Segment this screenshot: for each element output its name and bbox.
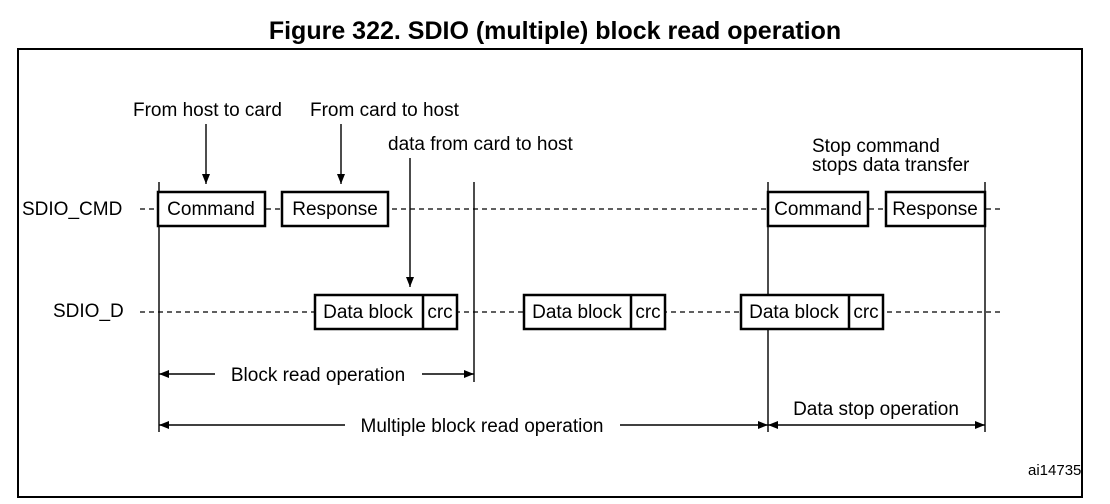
figure-id: ai14735 [1028, 462, 1081, 479]
response-label-1: Response [292, 199, 378, 220]
crc-label-2: crc [635, 302, 660, 323]
annotation-data-card-to-host: data from card to host [388, 134, 574, 155]
annotation-host-to-card: From host to card [133, 100, 282, 121]
span-label-data-stop: Data stop operation [793, 399, 959, 420]
data-block-label-3: Data block [749, 302, 839, 323]
cmd-command-box-1: Command [156, 190, 267, 228]
data-block-group-3: Data block crc [739, 293, 885, 331]
annotation-stop-line1: Stop command [812, 136, 940, 157]
signal-label-cmd: SDIO_CMD [22, 199, 122, 220]
signal-label-data: SDIO_D [53, 301, 124, 322]
annotation-stop-line2: stops data transfer [812, 155, 970, 176]
cmd-command-box-2: Command [766, 190, 870, 228]
span-label-multiple-block-read: Multiple block read operation [361, 416, 604, 437]
command-label-2: Command [774, 199, 862, 220]
data-block-group-1: Data block crc [313, 293, 459, 331]
data-block-label-2: Data block [532, 302, 622, 323]
command-label-1: Command [167, 199, 255, 220]
crc-label-1: crc [427, 302, 452, 323]
diagram-frame [17, 48, 1083, 498]
cmd-response-box-2: Response [884, 190, 987, 228]
response-label-2: Response [892, 199, 978, 220]
data-block-group-2: Data block crc [522, 293, 667, 331]
figure-title: Figure 322. SDIO (multiple) block read o… [268, 17, 842, 45]
crc-label-3: crc [853, 302, 878, 323]
data-block-label-1: Data block [323, 302, 413, 323]
cmd-response-box-1: Response [280, 190, 390, 228]
annotation-card-to-host: From card to host [310, 100, 460, 121]
span-label-block-read: Block read operation [231, 365, 405, 386]
